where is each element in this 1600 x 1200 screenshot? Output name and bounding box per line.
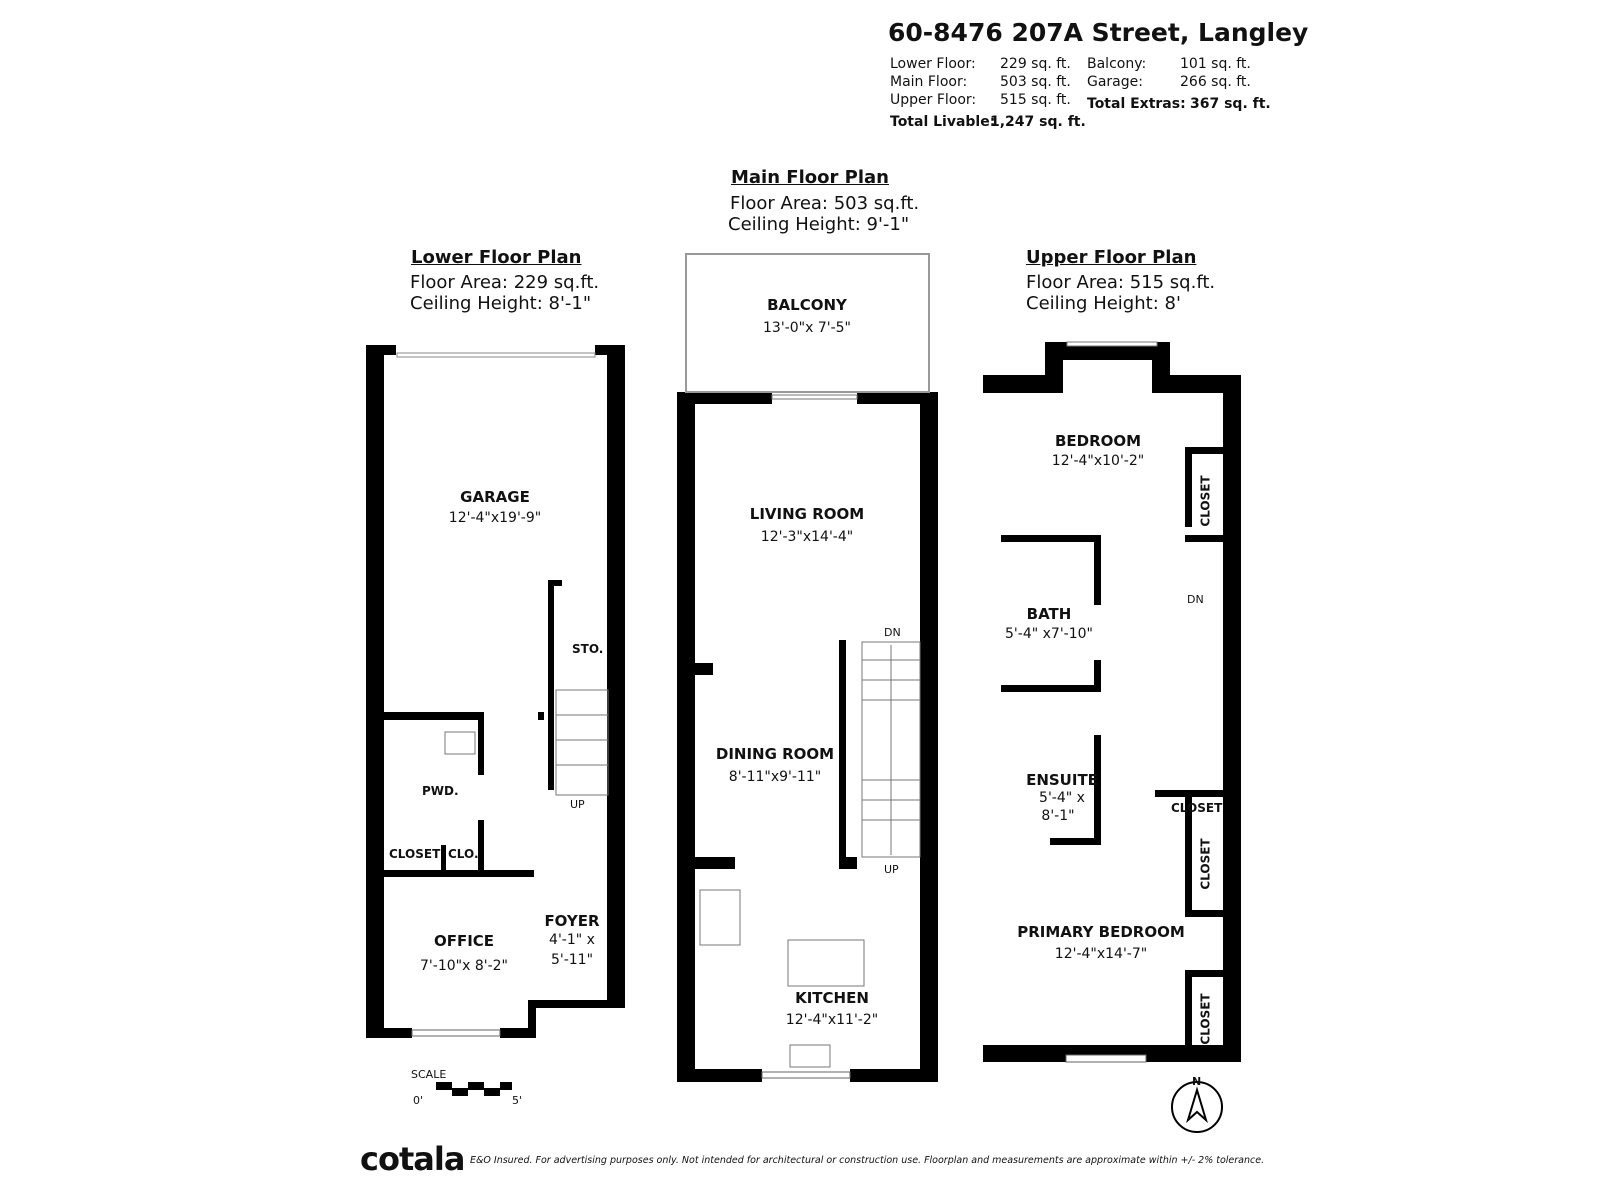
extra-label: Garage: [1087,74,1143,90]
disclaimer: E&O Insured. For advertising purposes on… [470,1155,1265,1166]
living-room-dim: 12'-3"x14'-4" [760,529,854,545]
total-extras-label: Total Extras: [1087,96,1186,112]
main-plan-area: Floor Area: 503 sq.ft. [730,193,920,214]
garage-dim: 12'-4"x19'-9" [448,510,542,526]
lower-floor-walls [366,345,625,1038]
powder-room-label: PWD. [422,784,459,798]
office-label: OFFICE [433,932,495,950]
total-livable-value: 1,247 sq. ft. [990,114,1086,130]
primary-bedroom-label: PRIMARY BEDROOM [1017,923,1185,941]
primary-bedroom-dim: 12'-4"x14'-7" [1054,946,1148,962]
closet-label: CLOSET [1198,838,1213,890]
property-address: 60-8476 207A Street, Langley [888,18,1309,47]
upper-plan-area: Floor Area: 515 sq.ft. [1026,272,1216,293]
stat-label: Lower Floor: [890,56,976,72]
stairs-up-label: UP [884,863,899,876]
stairs-up-label: UP [570,798,585,811]
upper-plan-ceiling: Ceiling Height: 8' [1026,293,1181,314]
compass-north-label: N [1192,1075,1202,1088]
ensuite-dim: 8'-1" [1041,808,1075,824]
upper-plan-title: Upper Floor Plan [1026,247,1197,268]
stat-label: Upper Floor: [890,92,977,108]
closet-label: CLOSET [1171,801,1223,815]
stat-value: 515 sq. ft. [1000,92,1071,108]
storage-label: STO. [572,642,604,656]
extra-value: 266 sq. ft. [1180,74,1251,90]
stat-lower: Lower Floor: [890,56,976,72]
scale-bar [436,1082,512,1096]
main-plan-title: Main Floor Plan [731,167,889,188]
lower-plan-ceiling: Ceiling Height: 8'-1" [410,293,592,314]
total-extras-value: 367 sq. ft. [1190,96,1271,112]
closet-label: CLOSET [1198,993,1213,1045]
balcony-dim: 13'-0"x 7'-5" [763,320,851,336]
bedroom-label: BEDROOM [1054,432,1142,450]
lower-plan-title: Lower Floor Plan [411,247,582,268]
scale-end: 5' [512,1094,523,1107]
brand-logo: cotala [360,1140,465,1178]
bedroom-dim: 12'-4"x10'-2" [1051,453,1145,469]
main-plan-ceiling: Ceiling Height: 9'-1" [728,214,910,235]
closet-label: CLOSET [1198,475,1213,527]
scale-label: SCALE [411,1068,447,1081]
stat-value: 229 sq. ft. [1000,56,1071,72]
balcony-label: BALCONY [767,296,847,314]
stairs-down-label: DN [884,626,901,639]
bath-dim: 5'-4" x7'-10" [1005,626,1093,642]
ensuite-label: ENSUITE [1026,771,1098,789]
garage-label: GARAGE [460,488,530,506]
foyer-label: FOYER [544,912,600,930]
dining-room-label: DINING ROOM [715,745,835,763]
foyer-dim: 5'-11" [550,952,594,968]
ensuite-dim: 5'-4" x [1039,790,1085,806]
clo-label: CLO. [448,847,479,861]
main-floor-walls [677,392,938,1082]
foyer-dim: 4'-1" x [549,932,595,948]
north-arrow-icon [1171,1081,1223,1133]
living-room-label: LIVING ROOM [749,505,865,523]
extra-label: Balcony: [1087,56,1147,72]
kitchen-dim: 12'-4"x11'-2" [785,1012,879,1028]
total-livable-label: Total Livable: [890,114,996,130]
kitchen-label: KITCHEN [795,989,869,1007]
lower-plan-area: Floor Area: 229 sq.ft. [410,272,600,293]
closet-label: CLOSET [389,847,441,861]
stat-value: 503 sq. ft. [1000,74,1071,90]
scale-start: 0' [413,1094,424,1107]
stairs-down-label: DN [1187,593,1204,606]
extra-value: 101 sq. ft. [1180,56,1251,72]
stat-label: Main Floor: [890,74,968,90]
dining-room-dim: 8'-11"x9'-11" [728,769,822,785]
bath-label: BATH [1026,605,1072,623]
office-dim: 7'-10"x 8'-2" [420,958,508,974]
